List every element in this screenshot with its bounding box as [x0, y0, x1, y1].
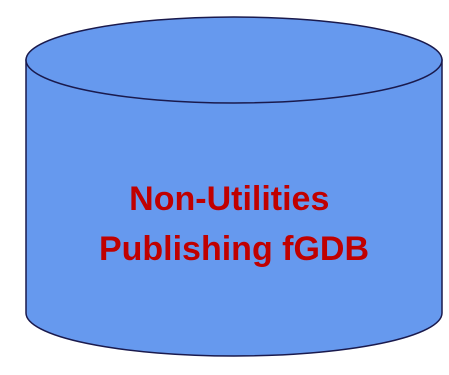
- cylinder-label: Non-Utilities Publishing fGDB: [99, 180, 369, 268]
- cylinder-label-line-2: Publishing fGDB: [99, 230, 369, 268]
- cylinder-label-line-1: Non-Utilities: [129, 180, 329, 218]
- cylinder-top: [25, 16, 443, 104]
- cylinder-body: [25, 59, 443, 357]
